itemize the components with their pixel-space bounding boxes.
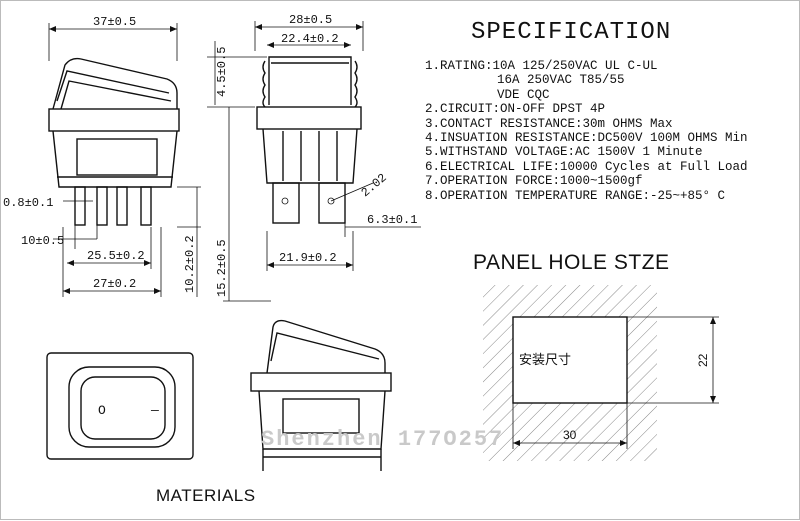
spec-item: VDE CQC bbox=[497, 87, 550, 102]
spec-item: 4.INSUATION RESISTANCE:DC500V 100M OHMS … bbox=[425, 131, 748, 146]
panel-height-dim: 22 bbox=[696, 353, 710, 367]
front-width-top-dim: 37±0.5 bbox=[93, 15, 136, 29]
watermark-text: Shenzhen 177O257 bbox=[261, 427, 504, 452]
bottom-side-view bbox=[250, 319, 392, 471]
front-pin-gap-dim: 10±0.5 bbox=[21, 234, 64, 248]
side-cap-height-dim: 4.5±0.5 bbox=[215, 47, 229, 97]
front-body-height-dim: 10.2±0.2 bbox=[183, 235, 197, 293]
panel-hole-title: PANEL HOLE STZE bbox=[473, 251, 670, 274]
spec-item: 8.OPERATION TEMPERATURE RANGE:-25~+85° C bbox=[425, 188, 726, 203]
panel-hole-label: 安装尺寸 bbox=[519, 353, 572, 368]
front-pin-span-inner-dim: 25.5±0.2 bbox=[87, 249, 145, 263]
spec-item: 3.CONTACT RESISTANCE:30m OHMS Max bbox=[425, 116, 673, 131]
side-pin-width-dim: 6.3±0.1 bbox=[367, 213, 417, 227]
front-pin-thickness-dim: 0.8±0.1 bbox=[3, 196, 53, 210]
side-hole-dia-dim: 2.02 bbox=[359, 171, 390, 200]
materials-label: MATERIALS bbox=[156, 486, 256, 505]
top-view bbox=[46, 352, 194, 460]
panel-width-dim: 30 bbox=[563, 428, 577, 442]
side-bottom-width-dim: 21.9±0.2 bbox=[279, 251, 337, 265]
side-width-inner-dim: 22.4±0.2 bbox=[281, 32, 339, 46]
spec-title: SPECIFICATION bbox=[471, 19, 672, 46]
front-view bbox=[48, 23, 201, 297]
spec-item: 16A 250VAC T85/55 bbox=[497, 73, 625, 88]
side-width-top-dim: 28±0.5 bbox=[289, 13, 332, 27]
spec-item: 1.RATING:10A 125/250VAC UL C-UL bbox=[425, 59, 658, 73]
on-symbol: — bbox=[150, 403, 159, 418]
spec-item: 6.ELECTRICAL LIFE:10000 Cycles at Full L… bbox=[425, 159, 748, 174]
side-view bbox=[207, 21, 421, 302]
spec-item: 2.CIRCUIT:ON-OFF DPST 4P bbox=[425, 102, 606, 117]
front-pin-span-outer-dim: 27±0.2 bbox=[93, 277, 136, 291]
panel-hole-drawing bbox=[483, 285, 719, 461]
spec-item: 7.OPERATION FORCE:1000~1500gf bbox=[425, 174, 643, 189]
spec-item: 5.WITHSTAND VOLTAGE:AC 1500V 1 Minute bbox=[425, 145, 703, 160]
off-symbol: O bbox=[98, 403, 106, 418]
side-total-height-dim: 15.2±0.5 bbox=[215, 239, 229, 297]
